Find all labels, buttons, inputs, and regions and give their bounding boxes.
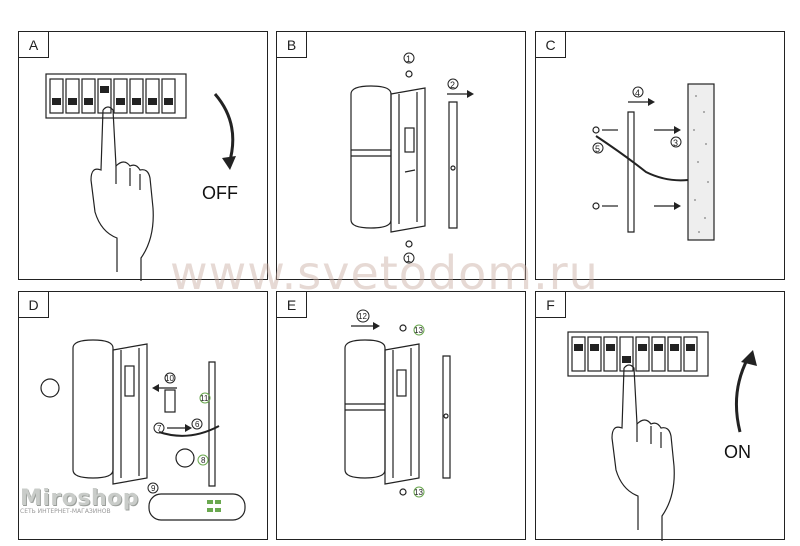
step-2: 2: [450, 80, 455, 90]
step-1-top: 1: [406, 54, 411, 64]
wall-mounting-illustration: 4 3 5: [592, 83, 715, 241]
step-10: 10: [165, 374, 174, 383]
wiring-illustration: 10 11 6 7 8 9: [40, 339, 246, 521]
panel-d: D 10 11 6: [18, 291, 268, 540]
watermark: www.svetodom.ru: [170, 246, 599, 300]
logo-tagline: СЕТЬ ИНТЕРНЕТ-МАГАЗИНОВ: [20, 508, 111, 515]
panel-f: F ON: [535, 291, 785, 541]
step-5: 5: [595, 144, 600, 154]
cover-removal-illustration: 1 1 2: [350, 52, 474, 264]
panel-e-label: E: [277, 292, 307, 318]
logo-name: Miroshop: [20, 486, 140, 511]
panel-d-label: D: [19, 292, 49, 318]
panel-c: C 4 3 5: [535, 31, 785, 280]
step-12: 12: [358, 312, 367, 321]
miroshop-logo: Miroshop СЕТЬ ИНТЕРНЕТ-МАГАЗИНОВ: [20, 486, 139, 515]
step-13-top: 13: [414, 326, 423, 335]
step-13-bottom: 13: [414, 488, 423, 497]
step-6: 6: [195, 420, 200, 429]
off-label: OFF: [202, 183, 238, 203]
panel-b-label: B: [277, 32, 307, 58]
step-4: 4: [635, 88, 640, 98]
on-label: ON: [724, 442, 751, 462]
step-8: 8: [201, 456, 206, 465]
step-11: 11: [200, 394, 209, 403]
step-9: 9: [151, 484, 156, 493]
breaker-off-illustration: [45, 73, 236, 281]
breaker-on-illustration: [567, 331, 757, 541]
panel-c-label: C: [536, 32, 566, 58]
step-7: 7: [157, 424, 162, 433]
assembly-illustration: 12 13 13: [344, 309, 451, 498]
panel-b: B 1 1 2: [276, 31, 526, 280]
step-3: 3: [673, 138, 678, 148]
panel-a-label: A: [19, 32, 49, 58]
panel-f-label: F: [536, 292, 566, 318]
step-1-bottom: 1: [406, 254, 411, 264]
panel-e: E 12 13 13: [276, 291, 526, 540]
panel-a: A OFF: [18, 31, 268, 281]
